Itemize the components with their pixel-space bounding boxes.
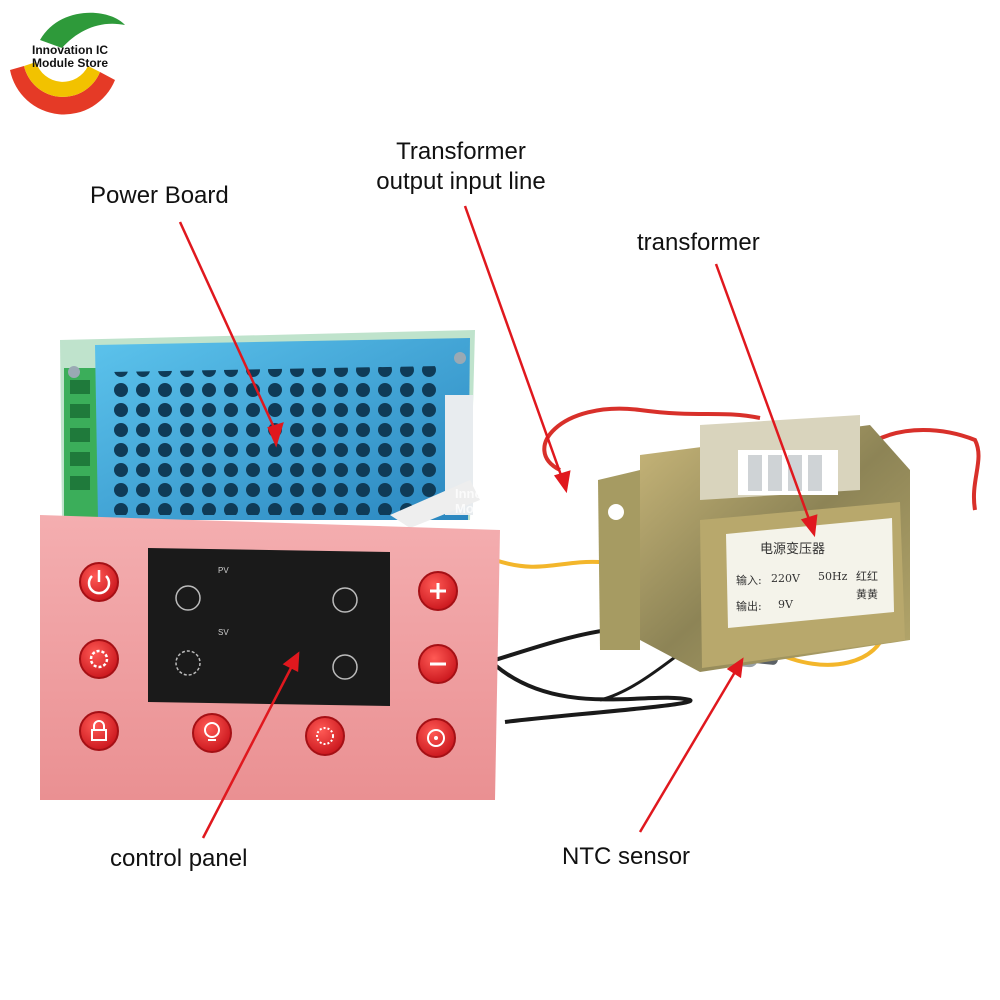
brand-logo [10, 12, 125, 115]
settings-icon [175, 650, 201, 676]
settings-button [79, 639, 119, 679]
watermark: Innovation IC Module Store [455, 486, 595, 516]
sv-label: SV [218, 628, 229, 637]
logo-area: Innovation IC Module Store [4, 4, 134, 114]
control-panel [40, 515, 500, 800]
transformer-title: 电源变压器 [760, 542, 826, 557]
arrow-control-panel [201, 665, 294, 839]
callout-arrows [178, 205, 818, 839]
logo-line-2: Module Store [32, 56, 109, 70]
lock-icon [332, 654, 358, 680]
label-power-board: Power Board [90, 182, 229, 209]
arrow-power-board-head [267, 422, 284, 448]
transformer-input-wires: 红红 [856, 570, 878, 583]
power-board [60, 330, 475, 520]
arrow-transformer-head [800, 514, 818, 538]
arrow-transformer-line [463, 205, 564, 479]
logo-line-1: Innovation IC [32, 43, 108, 57]
fan-button [416, 718, 456, 758]
label-transformer-line-1: Transformer [396, 138, 526, 165]
red-wire [542, 406, 761, 472]
display-screen [148, 548, 390, 706]
transformer-input-voltage: 220V [771, 572, 800, 585]
transformer-output-voltage: 9V [778, 598, 793, 611]
label-transformer-line-2: output input line [376, 168, 546, 195]
transformer [598, 415, 910, 672]
label-transformer: transformer [637, 229, 760, 256]
sterilize-button [305, 716, 345, 756]
plus-button [418, 571, 458, 611]
label-ntc-sensor: NTC sensor [562, 843, 691, 870]
transformer-input-label: 输入: [736, 574, 762, 587]
arrow-ntc-sensor [638, 671, 737, 833]
transformer-frequency: 50Hz [818, 570, 848, 583]
pv-label: PV [218, 566, 229, 575]
logo-text: Innovation IC Module Store [32, 44, 132, 70]
label-control-panel: control panel [110, 845, 248, 872]
watermark-line-2: Module Store [455, 501, 538, 516]
arrow-ntc-sensor-head [726, 657, 744, 679]
transformer-output-wires: 黄黄 [856, 588, 878, 601]
light-button [192, 713, 232, 753]
power-button [79, 562, 119, 602]
arrow-power-board [178, 221, 278, 433]
minus-button [418, 644, 458, 684]
ribbon-cable [390, 480, 480, 528]
label-transformer-output-input-line: Transformer output input line [350, 137, 572, 197]
transformer-output-label: 输出: [736, 600, 762, 613]
fan-icon [332, 587, 358, 613]
arrow-transformer [714, 263, 812, 523]
watermark-line-1: Innovation IC [455, 486, 538, 501]
arrow-control-panel-head [282, 651, 300, 672]
light-icon [175, 585, 201, 611]
arrow-transformer-line-head [553, 470, 571, 494]
lock-button [79, 711, 119, 751]
